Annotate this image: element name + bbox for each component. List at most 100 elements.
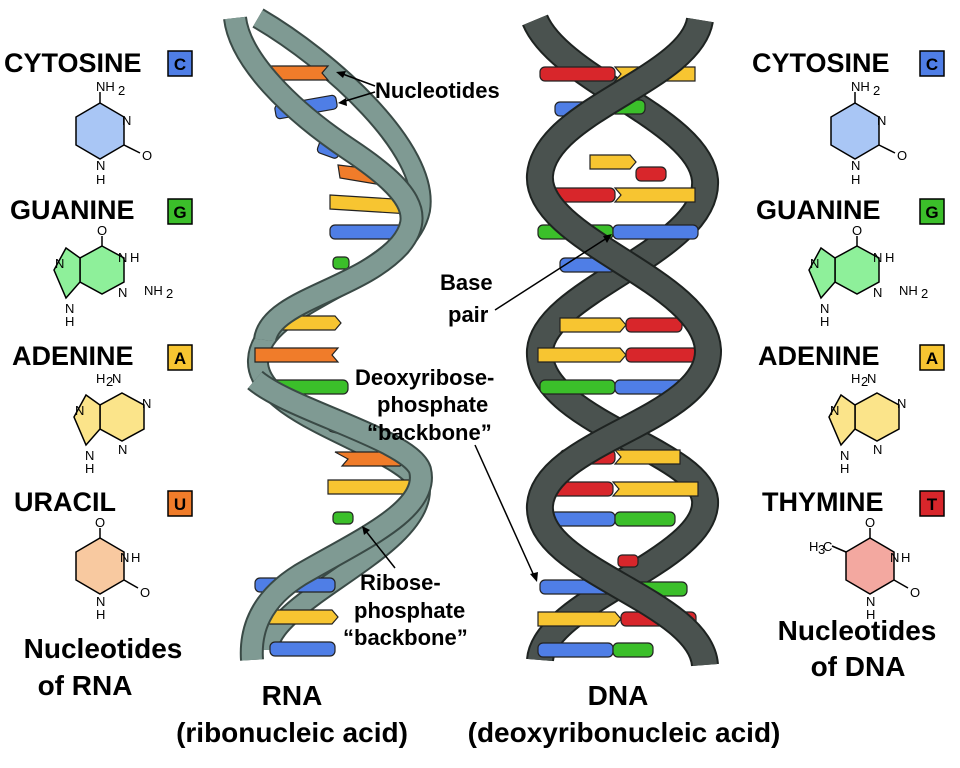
svg-text:H: H	[96, 371, 105, 386]
svg-text:O: O	[97, 223, 107, 238]
svg-text:H: H	[809, 539, 818, 554]
svg-text:N: N	[810, 256, 819, 271]
svg-text:N: N	[75, 403, 84, 418]
svg-text:O: O	[95, 515, 105, 530]
dna-backbone-arrow	[474, 444, 536, 579]
rna-backbone-arrow	[364, 529, 396, 569]
svg-text:H: H	[85, 461, 94, 476]
dna-base-adenine	[559, 317, 627, 333]
badge-a	[167, 344, 193, 371]
rna-base-cytosine	[269, 641, 336, 657]
svg-text:U: U	[174, 495, 186, 514]
base-pair-label-line2: pair	[448, 302, 489, 327]
dna-base-guanine	[539, 379, 616, 395]
svg-text:H: H	[820, 314, 829, 329]
svg-text:N: N	[890, 550, 899, 565]
base-pair-label-line1: Base	[440, 270, 493, 295]
badge-g	[919, 198, 945, 225]
svg-text:3: 3	[818, 542, 825, 557]
svg-text:NH: NH	[899, 283, 918, 298]
rna-base-uracil	[254, 347, 340, 363]
svg-text:N: N	[96, 594, 105, 609]
dna-base-cytosine	[537, 642, 614, 658]
svg-text:G: G	[173, 203, 186, 222]
dna-base-cytosine	[612, 224, 699, 240]
svg-text:O: O	[140, 585, 150, 600]
nucleotides-arrow-bottom	[341, 91, 376, 103]
dna-nucleotides-title-line1: Nucleotides	[778, 615, 937, 646]
svg-text:N: N	[820, 301, 829, 316]
rna-backbone-label-line1: Ribose-	[360, 570, 441, 595]
base-pair-arrow	[494, 235, 611, 311]
rna-subtitle: (ribonucleic acid)	[176, 717, 408, 748]
svg-text:C: C	[823, 539, 832, 554]
svg-text:H: H	[866, 607, 875, 622]
dna-base-thymine	[635, 166, 667, 182]
dna-base-name-guanine: GUANINE	[756, 195, 881, 225]
dna-base-guanine	[614, 511, 676, 527]
rna-helix	[223, 8, 433, 661]
dna-base-adenine	[589, 154, 637, 170]
svg-text:T: T	[927, 495, 938, 514]
svg-text:O: O	[852, 223, 862, 238]
svg-text:H: H	[901, 550, 910, 565]
badge-a	[919, 344, 945, 371]
svg-text:H: H	[885, 250, 894, 265]
dna-helix	[522, 13, 723, 668]
svg-text:O: O	[865, 515, 875, 530]
svg-text:O: O	[142, 148, 152, 163]
svg-text:N: N	[120, 550, 129, 565]
svg-text:NH: NH	[96, 79, 115, 94]
svg-text:H: H	[851, 371, 860, 386]
dna-base-adenine	[613, 449, 681, 465]
svg-text:N: N	[867, 371, 876, 386]
dna-base-thymine	[625, 317, 683, 333]
svg-text:H: H	[65, 314, 74, 329]
dna-base-adenine	[537, 347, 627, 363]
svg-text:O: O	[910, 585, 920, 600]
svg-text:G: G	[925, 203, 938, 222]
svg-text:2: 2	[166, 286, 173, 301]
badge-c	[919, 50, 945, 77]
svg-text:N: N	[118, 285, 127, 300]
rna-base-name-cytosine: CYTOSINE	[4, 48, 142, 78]
svg-text:N: N	[873, 285, 882, 300]
svg-text:A: A	[174, 349, 186, 368]
dna-base-adenine	[613, 187, 696, 203]
dna-base-adenine	[611, 481, 699, 497]
dna-base-adenine	[537, 611, 622, 627]
dna-base-name-thymine: THYMINE	[762, 487, 884, 517]
svg-text:C: C	[174, 55, 186, 74]
rna-base-name-uracil: URACIL	[14, 487, 116, 517]
nucleotides-arrow-top	[339, 72, 376, 87]
rna-backbone-label-line2: phosphate	[354, 598, 465, 623]
dna-base-cytosine	[549, 511, 616, 527]
dna-title: DNA	[588, 680, 649, 711]
svg-text:N: N	[851, 158, 860, 173]
svg-text:N: N	[866, 594, 875, 609]
svg-text:N: N	[873, 250, 882, 265]
rna-base-guanine	[332, 256, 350, 270]
dna-nucleotides-title-line2: of DNA	[811, 651, 906, 682]
svg-text:N: N	[873, 442, 882, 457]
svg-text:N: N	[96, 158, 105, 173]
svg-text:N: N	[840, 448, 849, 463]
rna-nucleotides-title-line1: Nucleotides	[24, 633, 183, 664]
dna-subtitle: (deoxyribonucleic acid)	[468, 717, 781, 748]
svg-text:C: C	[926, 55, 938, 74]
svg-text:H: H	[130, 250, 139, 265]
dna-backbone-label-line1: Deoxyribose-	[355, 365, 494, 390]
svg-text:NH: NH	[851, 79, 870, 94]
svg-text:2: 2	[921, 286, 928, 301]
rna-base-name-guanine: GUANINE	[10, 195, 135, 225]
svg-text:H: H	[96, 172, 105, 187]
